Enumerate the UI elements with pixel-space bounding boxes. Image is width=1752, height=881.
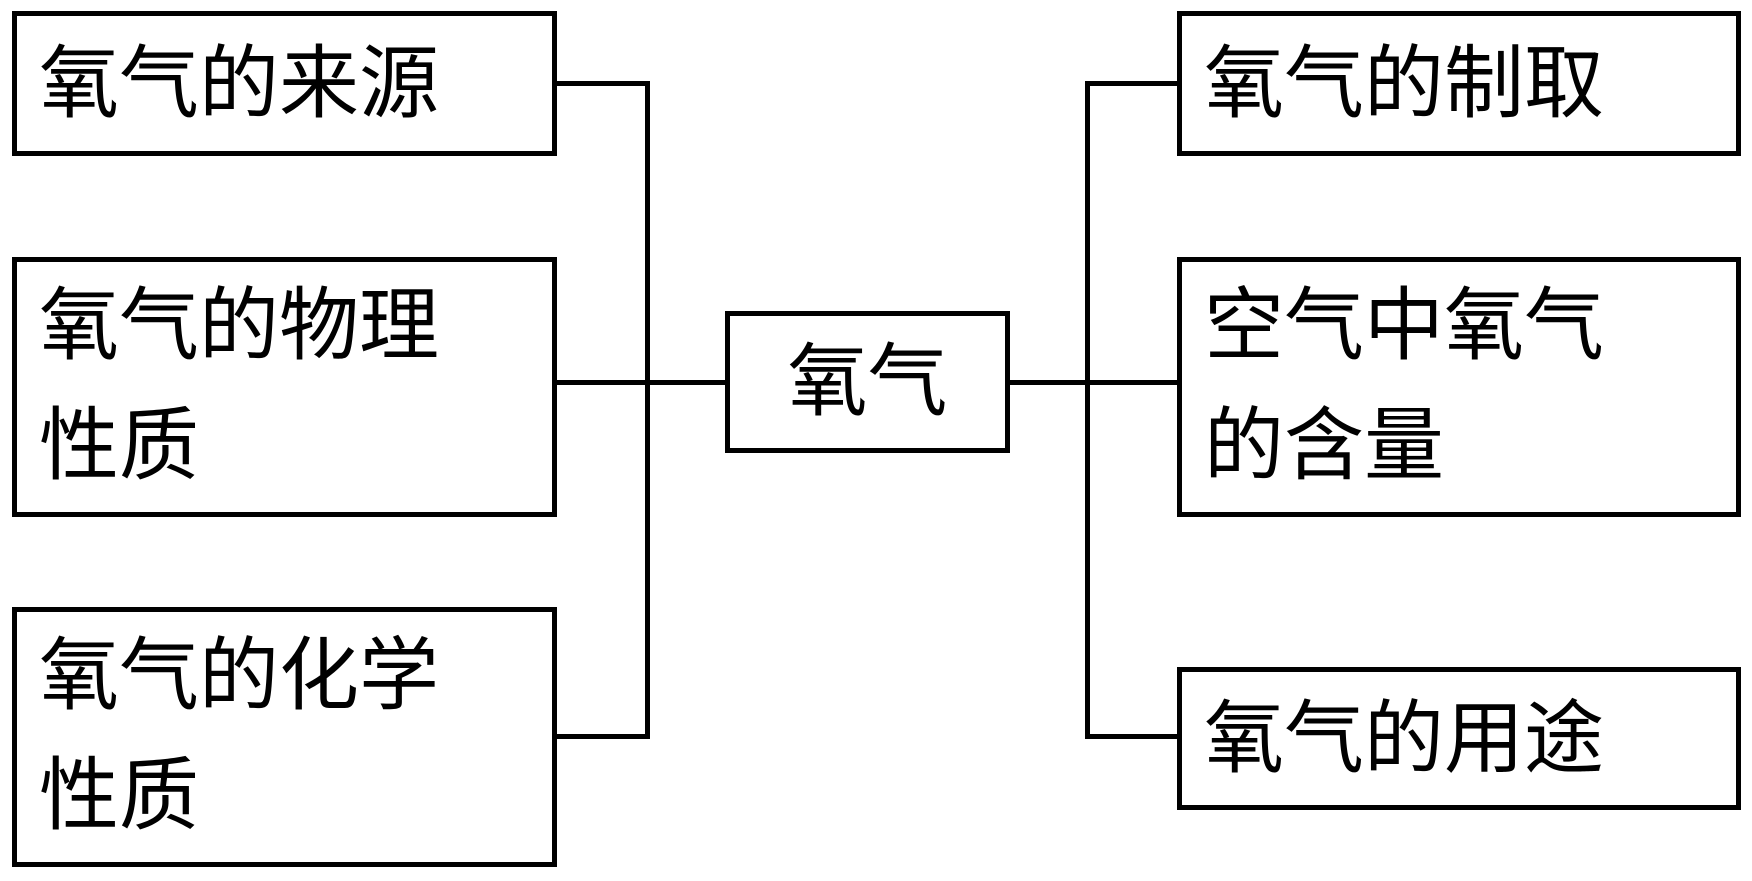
center-node: 氧气 (725, 311, 1010, 453)
node-oxygen-physical-properties-line-1: 氧气的物理 (39, 279, 439, 372)
connector-right-3 (1085, 734, 1180, 739)
node-oxygen-content-in-air: 空气中氧气 的含量 (1177, 257, 1741, 517)
node-oxygen-chemical-properties-line-1: 氧气的化学 (39, 629, 439, 722)
node-oxygen-chemical-properties-line-2: 性质 (39, 749, 199, 842)
connector-left-3 (555, 734, 650, 739)
center-node-label: 氧气 (787, 335, 948, 428)
node-oxygen-content-in-air-line-1: 空气中氧气 (1204, 279, 1604, 372)
node-oxygen-physical-properties-line-2: 性质 (39, 399, 199, 492)
node-oxygen-uses: 氧气的用途 (1177, 667, 1741, 810)
node-oxygen-source: 氧气的来源 (12, 11, 557, 156)
connector-left-spine (645, 81, 650, 739)
node-oxygen-preparation-line-1: 氧气的制取 (1204, 37, 1604, 130)
node-oxygen-uses-line-1: 氧气的用途 (1204, 692, 1604, 785)
connector-left-1 (555, 81, 650, 86)
connector-left-2 (555, 380, 727, 385)
node-oxygen-content-in-air-line-2: 的含量 (1204, 399, 1444, 492)
node-oxygen-physical-properties: 氧气的物理 性质 (12, 257, 557, 517)
node-oxygen-preparation: 氧气的制取 (1177, 11, 1741, 156)
node-oxygen-chemical-properties: 氧气的化学 性质 (12, 607, 557, 867)
connector-right-spine (1085, 81, 1090, 739)
connector-right-center (1008, 380, 1180, 385)
node-oxygen-source-line-1: 氧气的来源 (39, 37, 439, 130)
connector-right-1 (1085, 81, 1180, 86)
